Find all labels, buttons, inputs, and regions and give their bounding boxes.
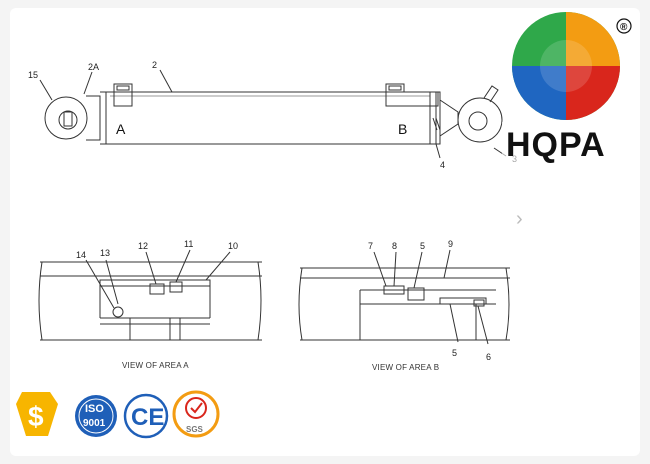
certification-badges: $ ISO 9001 CE SGS — [16, 390, 220, 439]
label-4: 4 — [440, 160, 445, 170]
label-5-bottom: 5 — [452, 348, 457, 358]
hydraulic-cylinder — [39, 69, 507, 159]
label-2: 2 — [152, 60, 157, 70]
iso-number: 9001 — [83, 418, 106, 429]
svg-text:$: $ — [28, 401, 44, 432]
label-11: 11 — [184, 239, 193, 249]
label-15: 15 — [28, 70, 38, 80]
ce-text: CE — [131, 404, 164, 431]
label-6: 6 — [486, 352, 491, 362]
label-8: 8 — [392, 241, 397, 251]
label-area-a: A — [116, 121, 126, 137]
right-head — [429, 91, 441, 145]
label-2a: 2A — [88, 62, 99, 72]
label-14: 14 — [76, 250, 86, 260]
label-13: 13 — [100, 248, 110, 258]
iso-9001-badge: ISO 9001 — [75, 395, 117, 437]
label-12: 12 — [138, 241, 148, 251]
port-b — [385, 83, 405, 92]
caption-view-b: VIEW OF AREA B — [372, 363, 439, 372]
label-area-b: B — [398, 121, 407, 137]
ce-mark-badge: CE — [123, 393, 169, 439]
right-rod-eye — [457, 97, 503, 143]
brand-logo: ® HQPA — [502, 12, 632, 164]
right-eye-bore — [468, 111, 488, 131]
left-eye-bore — [58, 110, 78, 130]
label-10: 10 — [228, 241, 238, 251]
dollar-shield-icon: $ — [16, 392, 58, 436]
detail-view-b — [298, 249, 510, 345]
registered-mark — [616, 18, 632, 34]
o-ring-13 — [112, 306, 124, 318]
left-head — [86, 95, 101, 141]
diagram-labels: 15 2A 2 4 3 A B 14 13 12 11 10 7 8 5 9 5… — [28, 60, 517, 372]
iso-text: ISO — [85, 403, 104, 415]
detail-view-a — [38, 249, 262, 341]
label-5-top: 5 — [420, 241, 425, 251]
caption-view-a: VIEW OF AREA A — [122, 361, 189, 370]
label-7: 7 — [368, 241, 373, 251]
left-rod-eye — [44, 96, 88, 140]
chevron-right-icon[interactable]: › — [516, 208, 523, 230]
label-9: 9 — [448, 239, 453, 249]
brand-name: HQPA — [506, 126, 606, 164]
port-a — [113, 83, 133, 92]
sgs-text: SGS — [186, 425, 204, 434]
registered-symbol: ® — [620, 22, 628, 33]
sgs-badge: SGS — [172, 390, 220, 438]
